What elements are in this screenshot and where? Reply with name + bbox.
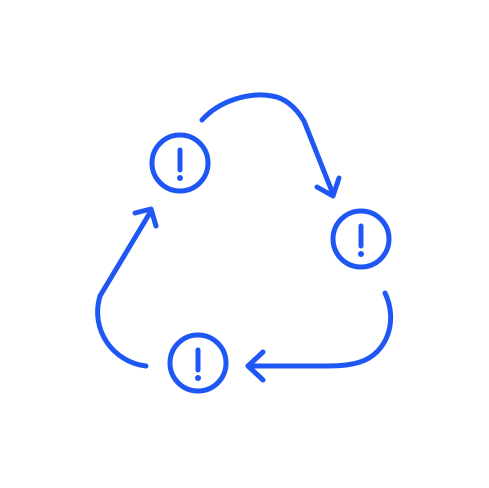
warning-node-top-left-icon [149,132,211,194]
arrow-bottom-to-top-left-icon [95,206,159,369]
cycle-warning-icon-group [95,92,394,394]
arrow-top-to-right-icon [199,92,342,199]
warning-node-right-icon [330,208,392,270]
warning-node-bottom-icon [167,332,229,394]
arrow-right-to-bottom-icon [245,290,394,383]
